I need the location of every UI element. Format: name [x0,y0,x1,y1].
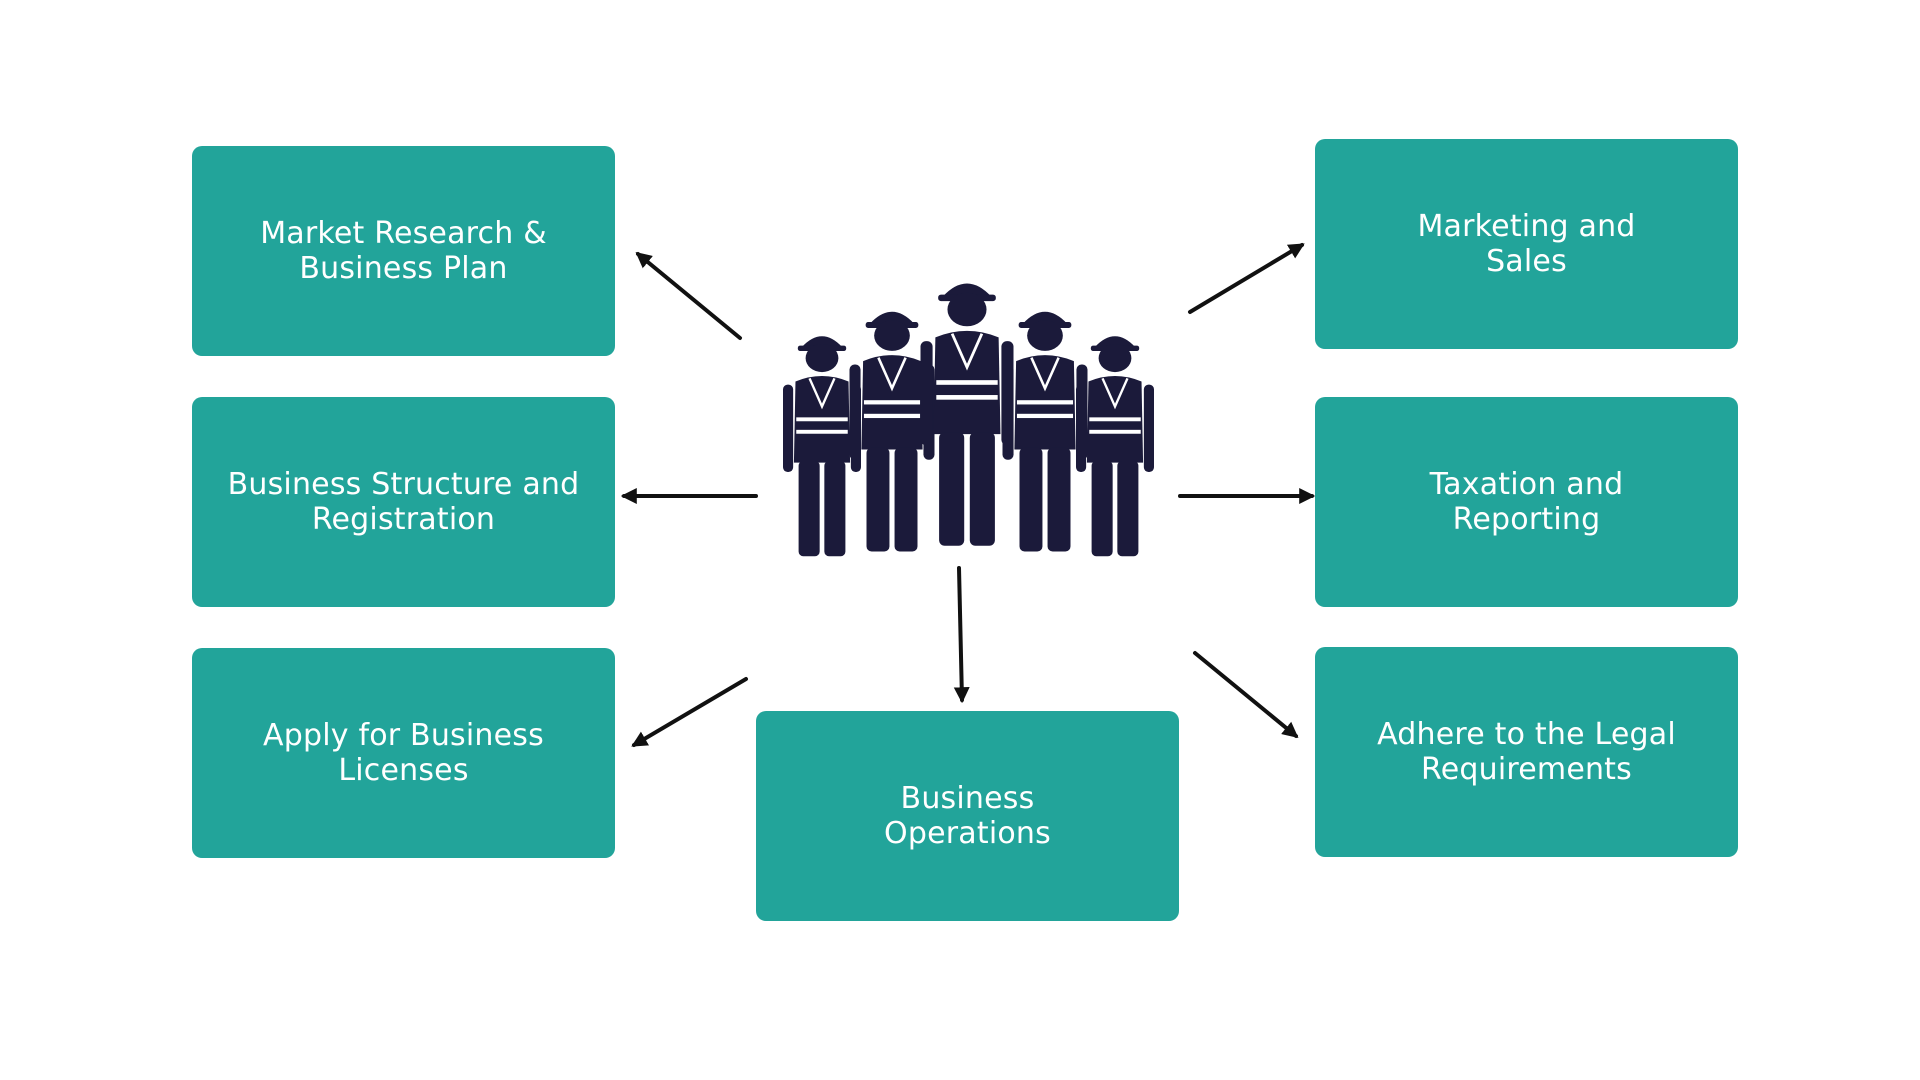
box-label-market-research: Market Research & Business Plan [260,216,547,286]
box-marketing-sales: Marketing and Sales [1315,139,1738,349]
arrow-to-marketing-sales [1188,243,1305,314]
arrow-to-market-research [635,251,742,340]
box-label-marketing-sales: Marketing and Sales [1417,209,1636,279]
box-business-operations: Business Operations [756,711,1179,921]
arrow-to-apply-licenses [631,677,748,747]
box-label-taxation-reporting: Taxation and Reporting [1429,467,1624,537]
arrow-to-legal-requirements [1193,651,1299,739]
box-business-structure: Business Structure and Registration [192,397,615,607]
box-apply-licenses: Apply for Business Licenses [192,648,615,858]
box-market-research: Market Research & Business Plan [192,146,615,356]
box-label-apply-licenses: Apply for Business Licenses [263,718,544,788]
box-label-business-structure: Business Structure and Registration [227,467,580,537]
box-label-legal-requirements: Adhere to the Legal Requirements [1377,717,1676,787]
box-taxation-reporting: Taxation and Reporting [1315,397,1738,607]
box-legal-requirements: Adhere to the Legal Requirements [1315,647,1738,857]
box-label-business-operations: Business Operations [884,781,1051,851]
arrow-to-business-operations [953,566,970,704]
